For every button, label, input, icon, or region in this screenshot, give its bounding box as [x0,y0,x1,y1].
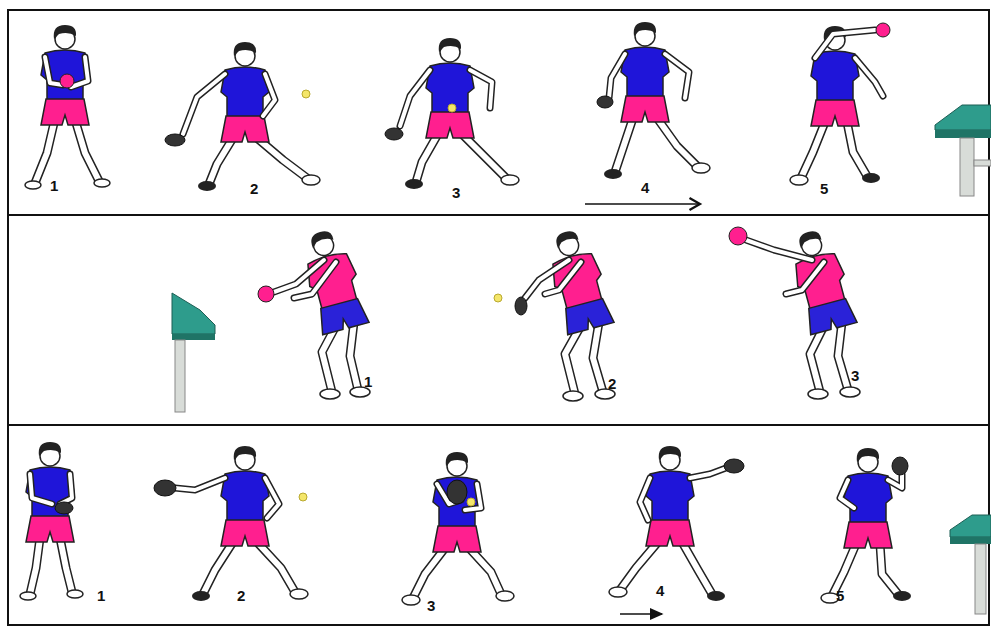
step-number: 5 [836,588,844,603]
player-figure [25,25,110,189]
step-number: 3 [452,185,460,200]
player-figure [790,23,890,185]
table-symbol [172,293,215,412]
ball [302,90,310,98]
panel-border [8,215,989,425]
step-number: 4 [641,180,649,195]
step-number: 2 [237,588,245,603]
movement-arrow [620,613,662,615]
player-figure [385,38,519,189]
player-figure [20,442,83,600]
player-figure [515,226,615,401]
player-figure [154,446,308,601]
player-figure [729,226,860,399]
table-symbol [950,515,991,614]
movement-arrow [585,203,700,205]
step-number: 2 [250,181,258,196]
panel-border [8,10,989,215]
step-number: 2 [608,376,616,391]
panel-border [8,425,989,625]
player-figure [821,448,911,603]
step-number: 1 [97,588,105,603]
player-figure [609,446,744,601]
ball [299,493,307,501]
player-figure [597,22,710,179]
step-number: 3 [427,598,435,613]
player-figure [402,452,514,605]
player-figure [258,226,370,399]
step-number: 1 [50,178,58,193]
step-number: 5 [820,181,828,196]
step-number: 4 [656,583,664,598]
step-number: 3 [851,368,859,383]
table-symbol [935,105,991,196]
step-number: 1 [364,374,372,389]
ball [494,294,502,302]
player-figure [165,42,320,191]
